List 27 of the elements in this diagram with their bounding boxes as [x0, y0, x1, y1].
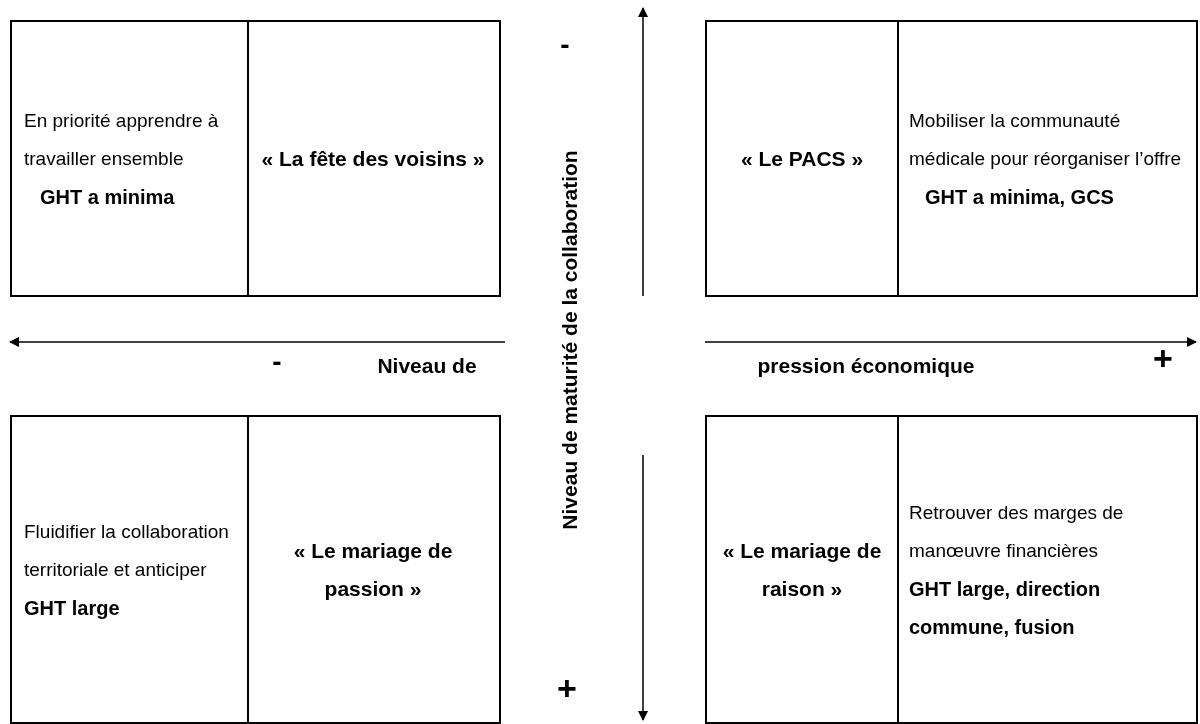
plus-sign: +: [1153, 338, 1173, 378]
minus-sign: -: [272, 346, 282, 378]
description-text: Retrouver des marges de manœuvre financières: [909, 500, 1125, 563]
description-text: Mobiliser la communauté médicale pour réorganiser l’offre: [909, 108, 1183, 171]
quadrant-title: « Le mariage de raison »: [721, 537, 883, 602]
structure-text: GHT large: [24, 595, 121, 621]
axis-title: Niveau de: [377, 354, 477, 378]
quadrant-title: « La fête des voisins »: [260, 145, 486, 172]
structure-text: GHT a minima: [39, 184, 176, 210]
description-text: Fluidifier la collaboration territoriale et anticiper: [24, 519, 230, 582]
quadrant-title: « Le PACS »: [739, 145, 865, 172]
title-cell: [247, 415, 501, 724]
structure-text: GHT a minima, GCS: [924, 184, 1115, 210]
title-cell: [247, 20, 501, 297]
plus-sign: +: [557, 668, 577, 708]
description-cell: [897, 415, 1198, 724]
structure-text: GHT large, direction commune, fusion: [909, 576, 1102, 640]
description-cell: [10, 415, 249, 724]
description-text: En priorité apprendre à travailler ensemble: [24, 108, 220, 171]
description-cell: [897, 20, 1198, 297]
title-cell: [705, 415, 899, 724]
minus-sign: -: [560, 29, 570, 61]
description-cell: [10, 20, 249, 297]
title-cell: [705, 20, 899, 297]
axis-title: Niveau de maturité de la collaboration: [558, 150, 582, 530]
quadrant-title: « Le mariage de passion »: [292, 537, 454, 602]
axis-title: pression économique: [757, 354, 975, 378]
